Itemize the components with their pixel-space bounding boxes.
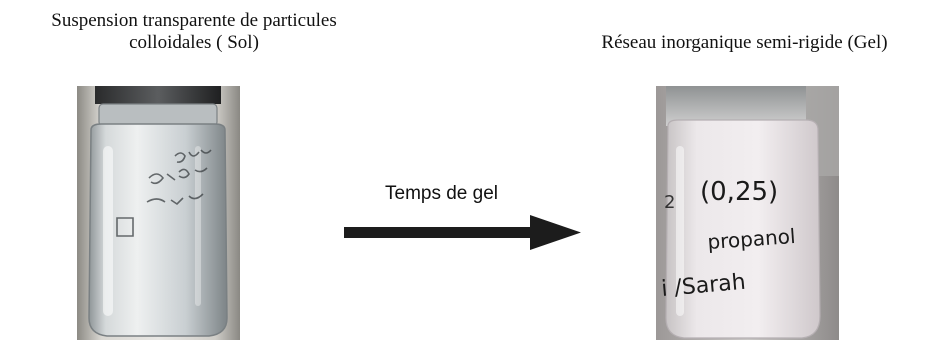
gel-handwriting-line1: (0,25) bbox=[700, 177, 778, 207]
gel-handwriting: 2 (0,25) propanol i /Sarah bbox=[660, 177, 796, 302]
gel-vial-cap bbox=[666, 86, 806, 126]
arrow-shaft bbox=[344, 227, 532, 238]
gel-glass-highlight bbox=[676, 146, 684, 316]
gel-handwriting-fragment: 2 bbox=[664, 192, 675, 213]
gel-vial-photo: 2 (0,25) propanol i /Sarah bbox=[656, 86, 839, 340]
gel-vial-body bbox=[665, 119, 821, 339]
sol-caption-line2: colloidales ( Sol) bbox=[129, 32, 259, 53]
sol-vial-body bbox=[88, 123, 228, 337]
transition-arrow bbox=[344, 215, 581, 250]
sol-vial-photo bbox=[77, 86, 240, 340]
sol-caption: Suspension transparente de particules co… bbox=[0, 10, 388, 54]
sol-vial-neck bbox=[98, 103, 218, 127]
sol-caption-line1: Suspension transparente de particules bbox=[51, 10, 337, 31]
sol-handwriting bbox=[116, 149, 212, 237]
arrow-head bbox=[530, 215, 581, 250]
arrow-label: Temps de gel bbox=[385, 183, 499, 204]
sol-glass-highlight-right bbox=[195, 146, 201, 306]
sol-glass-highlight bbox=[103, 146, 113, 316]
gel-caption: Réseau inorganique semi-rigide (Gel) bbox=[601, 32, 888, 53]
sol-vial-cap bbox=[95, 86, 221, 104]
